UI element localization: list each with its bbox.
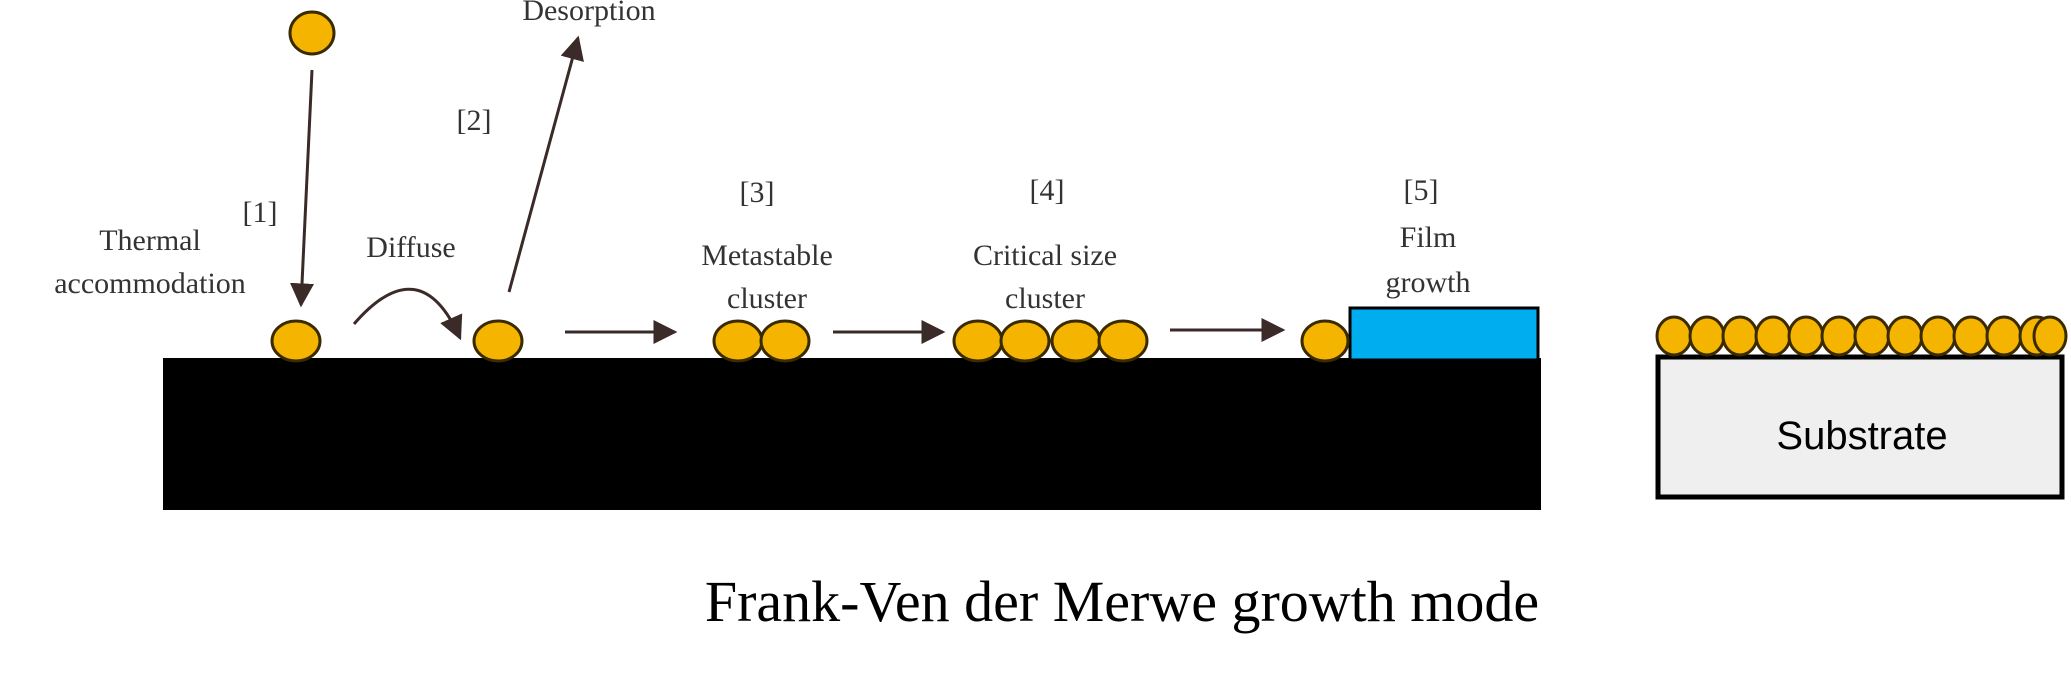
monolayer-atom bbox=[1985, 315, 2023, 357]
monolayer-atom bbox=[1952, 315, 1990, 357]
film-block bbox=[1348, 306, 1540, 362]
film-edge-atom bbox=[1300, 319, 1350, 363]
step-number: [2] bbox=[457, 104, 492, 137]
monolayer-diagram: Substrate bbox=[1655, 315, 2068, 500]
metastable-atom bbox=[759, 319, 811, 363]
step-number: [3] bbox=[740, 176, 775, 209]
accommodated-atom bbox=[270, 319, 322, 363]
step-label: Film bbox=[1400, 221, 1457, 254]
critical-atom bbox=[952, 319, 1004, 363]
monolayer-atom bbox=[1754, 315, 1792, 357]
monolayer-atom bbox=[1787, 315, 1825, 357]
step-label: cluster bbox=[727, 282, 807, 315]
step-label: Desorption bbox=[522, 0, 655, 27]
monolayer-atom bbox=[1886, 315, 1924, 357]
monolayer-atom bbox=[1688, 315, 1726, 357]
monolayer-atom bbox=[1655, 315, 1693, 357]
figure-caption: Frank-Ven der Merwe growth mode bbox=[705, 569, 1539, 634]
monolayer-atoms bbox=[1655, 315, 2068, 357]
step-label: accommodation bbox=[54, 267, 246, 300]
step-number: [1] bbox=[243, 196, 278, 229]
step-number: [4] bbox=[1030, 174, 1065, 207]
process-diagram: [1] [2] [3] [4] [5] Thermal accommodatio… bbox=[54, 0, 1541, 510]
critical-atom bbox=[1050, 319, 1102, 363]
substrate-slab bbox=[163, 358, 1541, 510]
step-label: growth bbox=[1386, 266, 1471, 299]
metastable-atom bbox=[712, 319, 764, 363]
diffuse-label: Diffuse bbox=[366, 231, 455, 264]
step-label: Metastable bbox=[701, 239, 833, 272]
substrate-box bbox=[1655, 354, 2065, 500]
monolayer-atom bbox=[2032, 315, 2068, 357]
step-number: [5] bbox=[1404, 174, 1439, 207]
diffuse-arrow bbox=[352, 287, 463, 341]
incoming-atom bbox=[288, 10, 336, 56]
monolayer-atom bbox=[1853, 315, 1891, 357]
arrows bbox=[290, 35, 1286, 344]
monolayer-atom bbox=[1919, 315, 1957, 357]
step-label: Thermal bbox=[99, 224, 201, 257]
critical-atom bbox=[999, 319, 1051, 363]
atoms bbox=[270, 10, 1350, 363]
critical-atom bbox=[1097, 319, 1149, 363]
step-label: cluster bbox=[1005, 282, 1085, 315]
arrival-arrow bbox=[290, 69, 314, 308]
substrate-label: Substrate bbox=[1776, 414, 1947, 458]
desorption-arrow bbox=[507, 35, 584, 293]
diffused-atom bbox=[472, 319, 524, 363]
monolayer-atom bbox=[1721, 315, 1759, 357]
monolayer-atom bbox=[1820, 315, 1858, 357]
step-label: Critical size bbox=[973, 239, 1117, 272]
